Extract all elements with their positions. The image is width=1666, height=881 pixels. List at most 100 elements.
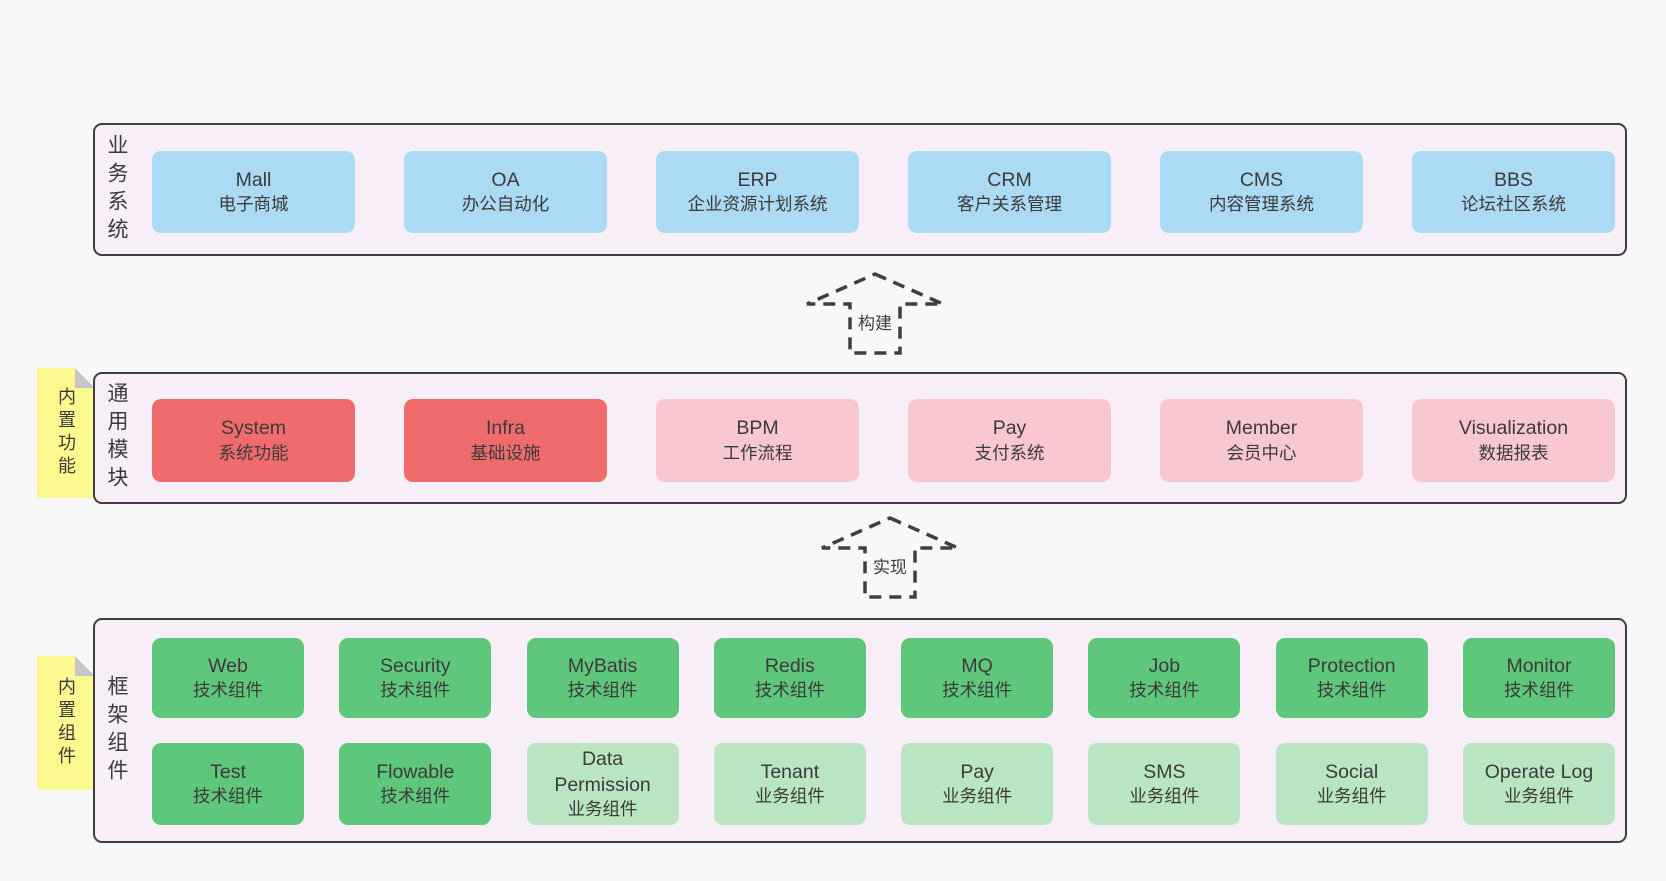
folded-corner-icon: [75, 656, 95, 676]
box-title: Member: [1225, 417, 1298, 440]
box-subtitle: 技术组件: [1503, 680, 1574, 701]
band-framework-components: 框架组件 Web 技术组件 Security 技术组件 MyBatis 技术组件…: [93, 618, 1627, 843]
box-subtitle: 业务组件: [754, 786, 825, 807]
box-title: CRM: [987, 168, 1032, 191]
box-subtitle: 技术组件: [380, 680, 451, 701]
band-label-framework-components: 框架组件: [105, 674, 128, 787]
box-subtitle: 基础设施: [470, 442, 541, 463]
box-title: BBS: [1493, 168, 1534, 191]
box-subtitle: 技术组件: [942, 680, 1013, 701]
box-subtitle: 业务组件: [567, 798, 638, 819]
band-label-wrap: 通用模块: [105, 374, 128, 502]
box-subtitle: 工作流程: [722, 442, 793, 463]
box-security: Security 技术组件: [339, 638, 492, 718]
box-subtitle: 技术组件: [754, 680, 825, 701]
box-sms: SMS 业务组件: [1088, 743, 1241, 825]
box-pay: Pay 支付系统: [908, 399, 1111, 482]
box-title: BPM: [736, 417, 779, 440]
box-subtitle: 技术组件: [1129, 680, 1200, 701]
box-subtitle: 数据报表: [1478, 442, 1549, 463]
box-title: Pay: [992, 417, 1027, 440]
arrow-label-implement: 实现: [870, 556, 910, 580]
business-systems-row: Mall 电子商城 OA 办公自动化 ERP 企业资源计划系统 CRM 客户关系…: [152, 151, 1615, 233]
box-subtitle: 业务组件: [942, 786, 1013, 807]
box-operate-log: Operate Log 业务组件: [1462, 743, 1615, 825]
box-test: Test 技术组件: [152, 743, 304, 825]
box-data-permission: Data Permission 业务组件: [526, 743, 679, 825]
band-label-business-systems: 业务系统: [105, 133, 128, 246]
box-subtitle: 企业资源计划系统: [687, 194, 828, 215]
common-modules-row: System 系统功能 Infra 基础设施 BPM 工作流程 Pay 支付系统…: [152, 399, 1615, 482]
box-subtitle: 系统功能: [218, 442, 289, 463]
band-label-common-modules: 通用模块: [105, 382, 128, 494]
box-bbs: BBS 论坛社区系统: [1412, 151, 1615, 233]
box-subtitle: 业务组件: [1503, 786, 1574, 807]
box-protection: Protection 技术组件: [1275, 638, 1428, 718]
framework-components-row-1: Web 技术组件 Security 技术组件 MyBatis 技术组件 Redi…: [152, 638, 1615, 718]
band-common-modules: 通用模块 System 系统功能 Infra 基础设施 BPM 工作流程 Pay…: [93, 372, 1627, 504]
box-subtitle: 技术组件: [380, 786, 451, 807]
box-job: Job 技术组件: [1088, 638, 1241, 718]
box-subtitle: 技术组件: [567, 680, 638, 701]
box-title: Visualization: [1458, 417, 1569, 440]
box-title: OA: [491, 168, 520, 191]
dashed-up-arrow-icon: [821, 516, 959, 599]
arrow-build: 构建: [803, 271, 947, 357]
box-title: Security: [380, 654, 451, 677]
sticky-note-label: 内置组件: [56, 677, 76, 769]
box-title: Redis: [764, 654, 815, 677]
sticky-note-builtin-features: 内置功能: [37, 368, 95, 498]
box-title: Protection: [1307, 654, 1396, 677]
box-subtitle: 论坛社区系统: [1461, 194, 1566, 215]
dashed-up-arrow-icon: [806, 272, 944, 355]
box-title: SMS: [1143, 760, 1186, 783]
band-label-wrap: 业务系统: [105, 125, 128, 254]
box-erp: ERP 企业资源计划系统: [656, 151, 859, 233]
box-title: Job: [1148, 654, 1181, 677]
box-social: Social 业务组件: [1275, 743, 1428, 825]
box-subtitle: 技术组件: [193, 680, 263, 701]
box-subtitle: 电子商城: [218, 194, 289, 215]
box-infra: Infra 基础设施: [404, 399, 607, 482]
box-title: ERP: [737, 168, 778, 191]
box-flowable: Flowable 技术组件: [339, 743, 492, 825]
box-title: Mall: [235, 168, 272, 191]
box-title: Infra: [485, 417, 526, 440]
arrow-label-build: 构建: [855, 312, 895, 336]
box-mq: MQ 技术组件: [901, 638, 1054, 718]
box-title: Data Permission: [554, 748, 651, 796]
arrow-implement: 实现: [818, 515, 962, 601]
box-title: Monitor: [1506, 654, 1572, 677]
box-monitor: Monitor 技术组件: [1462, 638, 1615, 718]
box-subtitle: 业务组件: [1316, 786, 1387, 807]
box-mall: Mall 电子商城: [152, 151, 355, 233]
folded-corner-icon: [75, 368, 95, 388]
box-subtitle: 内容管理系统: [1209, 194, 1314, 215]
box-oa: OA 办公自动化: [404, 151, 607, 233]
box-title: Social: [1325, 760, 1379, 783]
box-title: MyBatis: [567, 654, 638, 677]
box-subtitle: 客户关系管理: [957, 194, 1062, 215]
box-mybatis: MyBatis 技术组件: [526, 638, 679, 718]
box-pay-biz: Pay 业务组件: [901, 743, 1054, 825]
band-label-wrap: 框架组件: [105, 620, 128, 841]
box-member: Member 会员中心: [1160, 399, 1363, 482]
box-title: Pay: [960, 760, 994, 783]
box-cms: CMS 内容管理系统: [1160, 151, 1363, 233]
box-title: MQ: [961, 654, 993, 677]
box-title: Web: [208, 654, 248, 677]
sticky-note-label: 内置功能: [56, 387, 76, 479]
box-title: Tenant: [760, 760, 820, 783]
box-subtitle: 办公自动化: [461, 194, 550, 215]
box-subtitle: 技术组件: [193, 786, 263, 807]
box-title: Operate Log: [1484, 760, 1594, 783]
box-subtitle: 技术组件: [1316, 680, 1387, 701]
box-title: Test: [210, 760, 246, 783]
box-tenant: Tenant 业务组件: [713, 743, 866, 825]
box-title: System: [220, 417, 286, 440]
box-web: Web 技术组件: [152, 638, 304, 718]
band-business-systems: 业务系统 Mall 电子商城 OA 办公自动化 ERP 企业资源计划系统 CRM…: [93, 123, 1627, 256]
box-redis: Redis 技术组件: [713, 638, 866, 718]
box-subtitle: 业务组件: [1129, 786, 1200, 807]
sticky-note-builtin-components: 内置组件: [37, 656, 95, 790]
